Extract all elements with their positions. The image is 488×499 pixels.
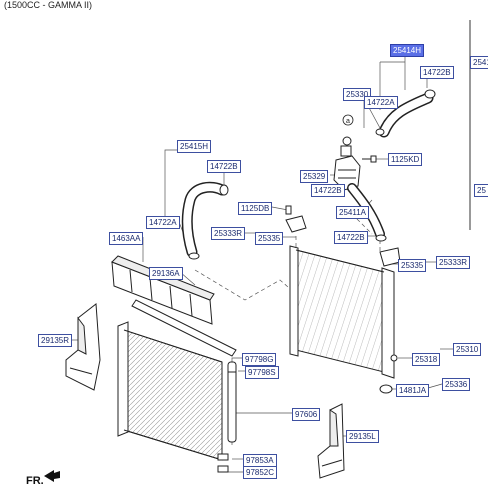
hose-clamp: [424, 89, 436, 99]
receiver-drier: [227, 361, 237, 443]
part-label-25329[interactable]: 25329: [300, 170, 329, 183]
drain-plug: [390, 354, 398, 362]
part-label-14722b[interactable]: 14722B: [334, 231, 368, 244]
part-label-29135r[interactable]: 29135R: [38, 334, 73, 347]
part-label-1125kd[interactable]: 1125KD: [388, 153, 423, 166]
radiator-cap: [379, 384, 393, 394]
engine-caption: (1500CC - GAMMA II): [4, 0, 93, 10]
front-direction-label: FR.: [26, 475, 44, 487]
part-label-25333r[interactable]: 25333R: [211, 227, 246, 240]
part-label-25415h[interactable]: 25415H: [177, 140, 212, 153]
air-guard-left: [317, 403, 345, 479]
part-label-25-edge[interactable]: 25: [474, 184, 488, 197]
part-label-25318[interactable]: 25318: [412, 353, 441, 366]
condenser: [117, 321, 223, 461]
part-label-97798g[interactable]: 97798G: [242, 353, 277, 366]
part-label-25336[interactable]: 25336: [442, 378, 471, 391]
part-label-1125db[interactable]: 1125DB: [238, 202, 273, 215]
air-guard-right: [65, 303, 101, 391]
part-label-14722b[interactable]: 14722B: [311, 184, 345, 197]
part-label-14722a[interactable]: 14722A: [364, 96, 398, 109]
bolt: [362, 155, 377, 163]
part-label-14722b[interactable]: 14722B: [420, 66, 454, 79]
part-label-97852c[interactable]: 97852C: [243, 466, 278, 479]
front-arrow-icon: [44, 470, 60, 482]
part-label-29135l[interactable]: 29135L: [346, 430, 379, 443]
part-label-1481ja[interactable]: 1481JA: [396, 384, 430, 397]
part-label-14722b[interactable]: 14722B: [207, 160, 241, 173]
part-label-25335[interactable]: 25335: [398, 259, 427, 272]
part-label-25335[interactable]: 25335: [255, 232, 284, 245]
part-label-25414h[interactable]: 25414H: [390, 44, 425, 57]
part-label-25411a[interactable]: 25411A: [336, 206, 369, 219]
radiator: [289, 245, 395, 379]
filler-neck: [333, 136, 361, 191]
part-label-25333r[interactable]: 25333R: [436, 256, 471, 269]
part-label-25310[interactable]: 25310: [453, 343, 482, 356]
seal-strip: [131, 299, 237, 357]
part-label-97606[interactable]: 97606: [292, 408, 321, 421]
part-label-14722a[interactable]: 14722A: [146, 216, 180, 229]
callout-letter: a: [346, 118, 350, 125]
part-label-1463aa[interactable]: 1463AA: [109, 232, 144, 245]
part-label-29136a[interactable]: 29136A: [149, 267, 183, 280]
upper-bracket: [285, 205, 401, 267]
part-label-2541-edge[interactable]: 2541: [470, 56, 488, 69]
part-label-97798s[interactable]: 97798S: [245, 366, 279, 379]
